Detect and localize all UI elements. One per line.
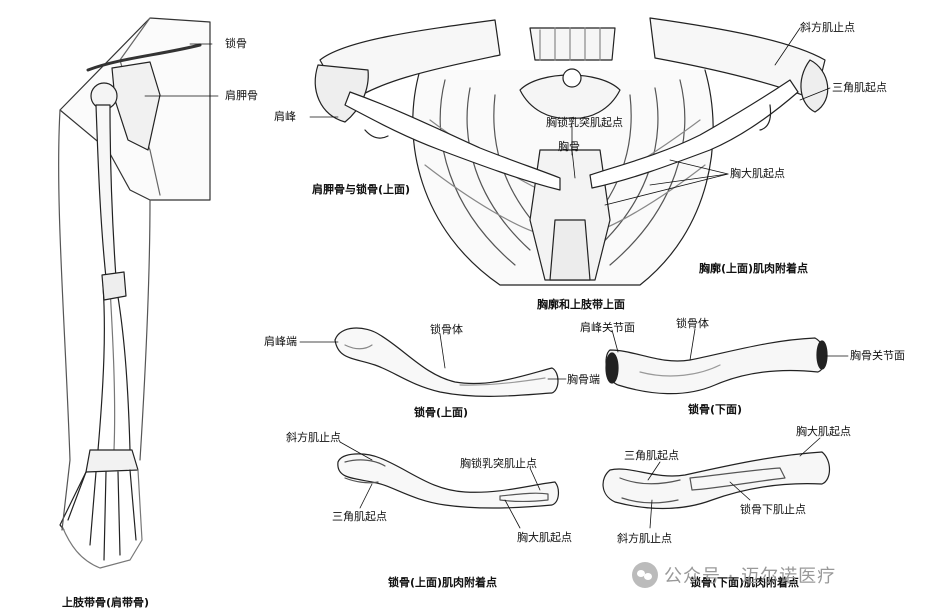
label-sup-acromial-end: 肩峰端 [264, 335, 297, 348]
upper-limb-illustration [58, 17, 211, 569]
label-arm-scapula: 肩胛骨 [225, 89, 258, 102]
caption-scapula-clavicle-superior: 肩胛骨与锁骨(上面) [312, 183, 411, 196]
label-arm-clavicle: 锁骨 [225, 37, 247, 50]
label-sup-body: 锁骨体 [430, 323, 463, 336]
label-att-deltoid-origin: 三角肌起点 [332, 510, 387, 523]
caption-clavicle-superior: 锁骨(上面) [414, 406, 469, 419]
label-att-scm-insertion: 胸锁乳突肌止点 [460, 457, 537, 470]
label-inf-sternal-facet: 胸骨关节面 [850, 349, 905, 362]
caption-clavicle-inferior: 锁骨(下面) [688, 403, 743, 416]
label-inf2-deltoid-origin: 三角肌起点 [624, 449, 679, 462]
caption-upper-limb-girdle: 上肢带骨(肩带骨) [62, 596, 150, 609]
clavicle-inferior-attachments-illustration [602, 451, 831, 510]
label-top-scm-origin: 胸锁乳突肌起点 [546, 116, 623, 129]
watermark-text: 公众号 · 迈尔诺医疗 [664, 566, 837, 587]
label-att-trapezius-insertion: 斜方肌止点 [286, 431, 341, 444]
clavicle-inferior-illustration [605, 337, 828, 395]
clavicle-superior-attachments-illustration [337, 453, 559, 509]
label-inf-body: 锁骨体 [676, 317, 709, 330]
caption-clavicle-inferior-attachments: 锁骨(下面)肌肉附着点 [690, 576, 800, 589]
label-att-pec-major-origin: 胸大肌起点 [517, 531, 572, 544]
watermark: 公众号 · 迈尔诺医疗 [632, 562, 836, 588]
label-inf2-trapezius-insertion: 斜方肌止点 [617, 532, 672, 545]
label-inf2-pec-major-origin: 胸大肌起点 [796, 425, 851, 438]
label-top-trapezius-insertion: 斜方肌止点 [800, 21, 855, 34]
caption-clavicle-superior-attachments: 锁骨(上面)肌肉附着点 [388, 576, 498, 589]
wechat-icon [632, 562, 658, 588]
caption-thorax-girdle-superior: 胸廓和上肢带上面 [537, 298, 625, 311]
leader-lines [144, 27, 849, 529]
label-acromion: 肩峰 [274, 110, 296, 123]
label-top-deltoid-origin: 三角肌起点 [832, 81, 887, 94]
label-inf2-subclavius-insertion: 锁骨下肌止点 [740, 503, 806, 516]
thorax-top-illustration [314, 17, 829, 286]
label-inf-acromial-facet: 肩峰关节面 [580, 321, 635, 334]
clavicle-superior-illustration [334, 327, 559, 397]
label-sup-sternal-end: 胸骨端 [567, 373, 600, 386]
label-top-pec-major-origin: 胸大肌起点 [730, 167, 785, 180]
caption-thorax-muscle-attachments: 胸廓(上面)肌肉附着点 [699, 262, 809, 275]
label-top-sternum: 胸骨 [558, 140, 580, 153]
